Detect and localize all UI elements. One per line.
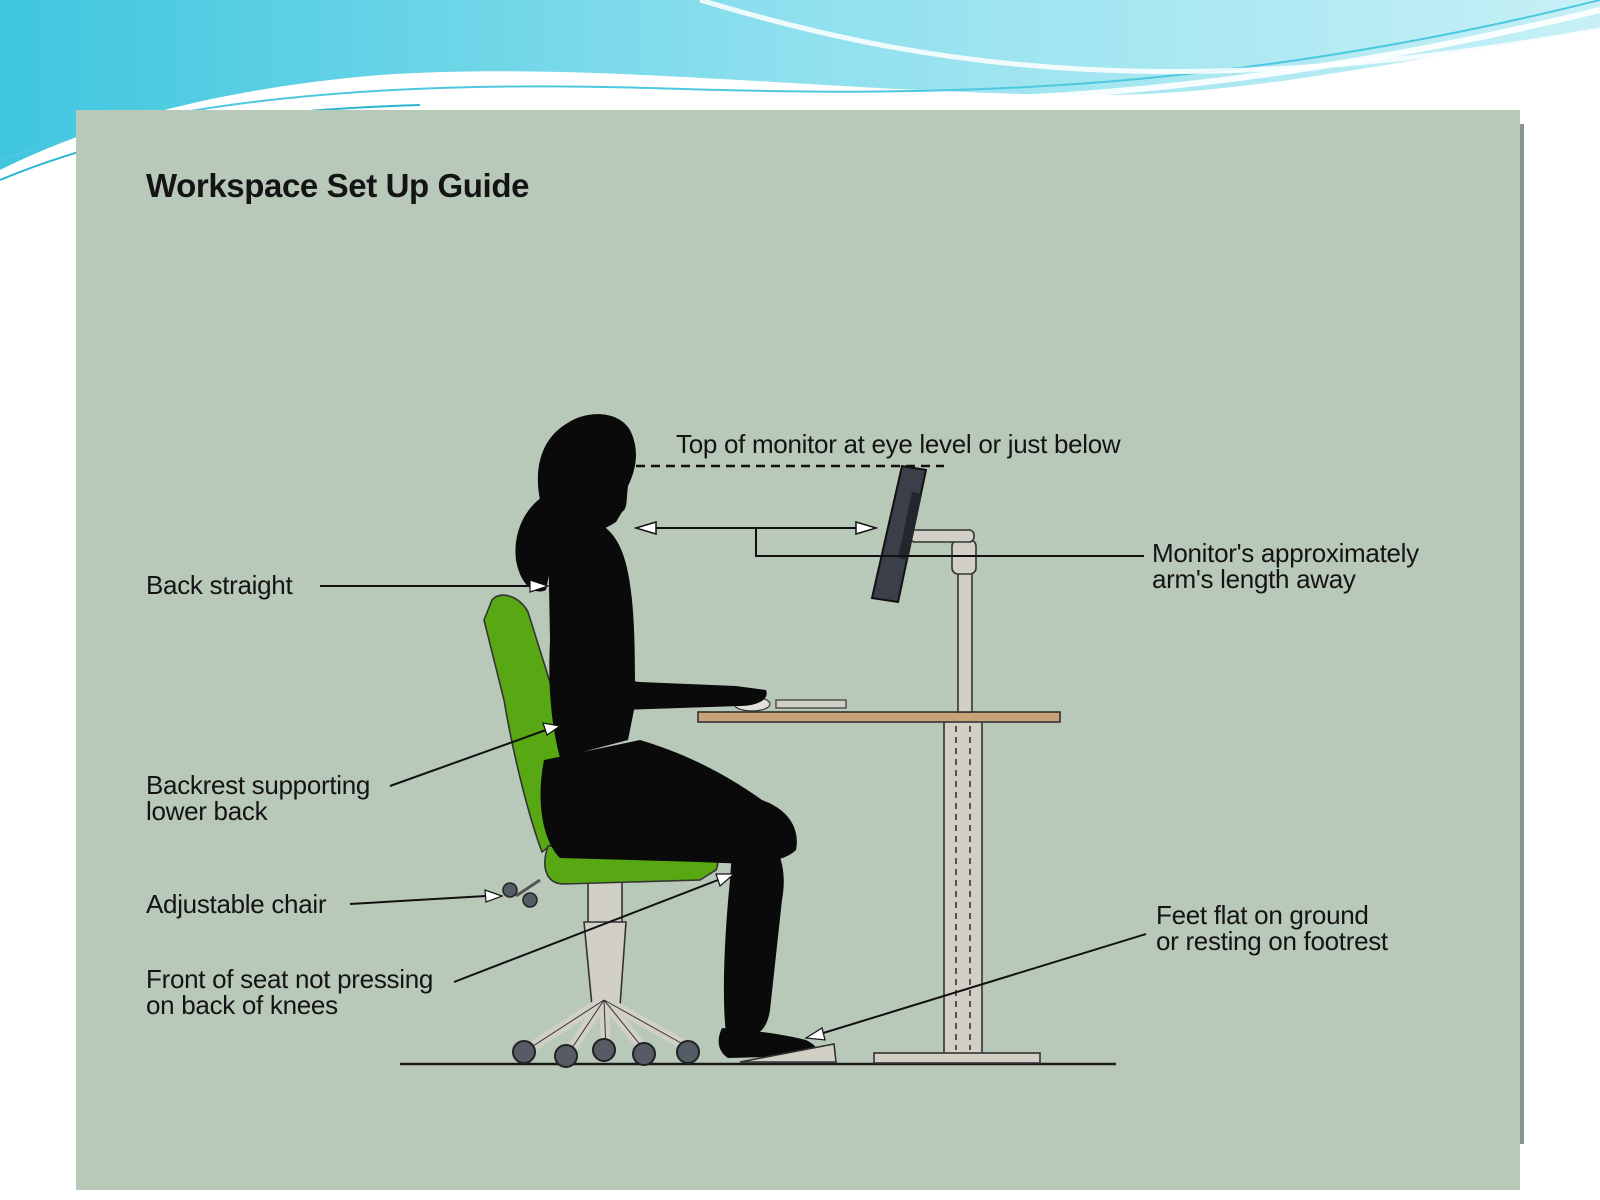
label-front-seat: Front of seat not pressing on back of kn… xyxy=(146,966,433,1018)
label-adjustable-chair: Adjustable chair xyxy=(146,889,327,919)
label-monitor-distance-line1: Monitor's approximately xyxy=(1152,538,1419,568)
person-silhouette xyxy=(515,414,818,1058)
panel-shadow xyxy=(1520,124,1524,1144)
monitor-arm xyxy=(909,529,977,713)
diagram-title: Workspace Set Up Guide xyxy=(146,167,530,204)
diagram-panel xyxy=(76,110,1520,1190)
label-feet-line1: Feet flat on ground xyxy=(1156,900,1369,930)
callout-leader-lines xyxy=(320,579,1147,1041)
label-monitor-top: Top of monitor at eye level or just belo… xyxy=(676,429,1121,459)
monitor xyxy=(870,464,928,604)
label-feet-line2: or resting on footrest xyxy=(1156,926,1388,956)
desk xyxy=(697,711,1061,1064)
arms-length-arrow xyxy=(633,520,1144,557)
label-monitor-distance: Monitor's approximately arm's length awa… xyxy=(1152,540,1419,592)
label-front-seat-line2: on back of knees xyxy=(146,990,338,1020)
label-backrest-line1: Backrest supporting xyxy=(146,770,371,800)
label-monitor-distance-line2: arm's length away xyxy=(1152,564,1356,594)
label-front-seat-line1: Front of seat not pressing xyxy=(146,964,434,994)
label-back-straight: Back straight xyxy=(146,570,293,600)
footrest xyxy=(739,1043,837,1063)
label-backrest-line2: lower back xyxy=(146,796,268,826)
label-feet: Feet flat on ground or resting on footre… xyxy=(1156,902,1388,954)
label-backrest: Backrest supporting lower back xyxy=(146,772,370,824)
keyboard xyxy=(775,699,847,709)
